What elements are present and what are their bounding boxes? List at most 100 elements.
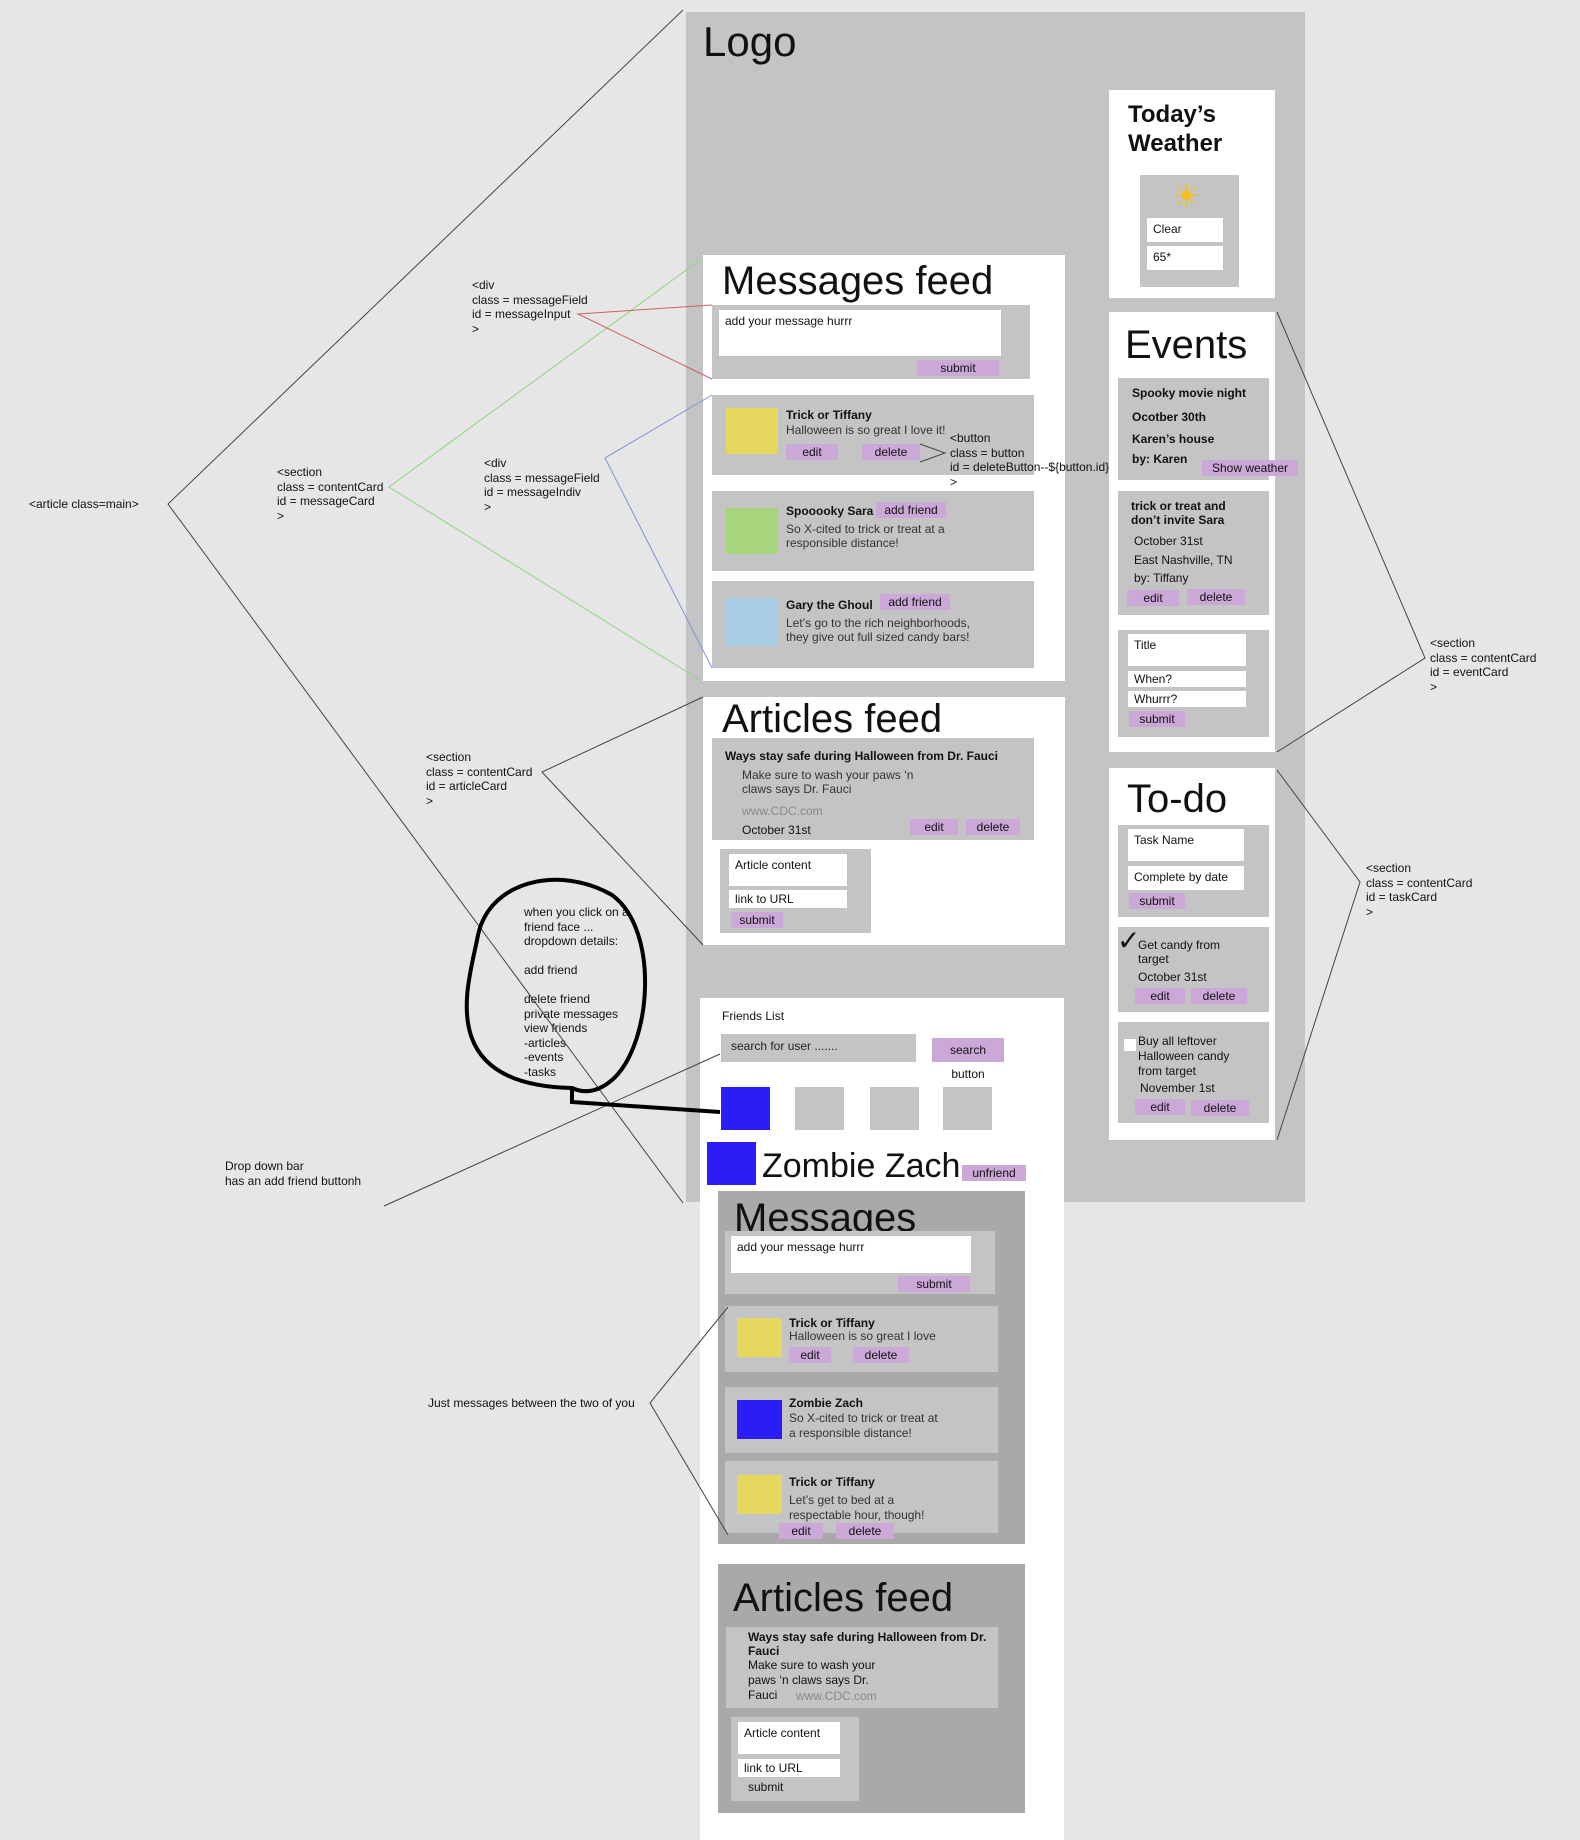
message-input[interactable]: add your message hurrr — [719, 310, 1001, 356]
event-by: by: Tiffany — [1134, 571, 1189, 585]
logo: Logo — [703, 18, 797, 65]
avatar[interactable] — [737, 1400, 782, 1439]
avatar[interactable] — [726, 508, 778, 554]
event-by: by: Karen — [1132, 452, 1188, 466]
friend-avatar[interactable] — [870, 1087, 919, 1130]
check-icon[interactable]: ✓ — [1117, 925, 1141, 956]
weather-temp: 65* — [1147, 246, 1223, 270]
delete-button[interactable]: delete — [862, 444, 920, 460]
message-submit-button[interactable]: submit — [917, 360, 999, 376]
message-author: Spooooky Sara — [786, 504, 874, 518]
article-title: Ways stay safe during Halloween from Dr. — [748, 1630, 987, 1644]
friend-avatar-selected[interactable] — [721, 1087, 770, 1130]
message-submit-button[interactable]: submit — [898, 1276, 970, 1292]
friend-detail-avatar — [707, 1142, 756, 1185]
article-submit-button[interactable]: submit — [748, 1780, 784, 1794]
delete-button[interactable]: delete — [1191, 1100, 1249, 1116]
delete-button[interactable]: delete — [1187, 589, 1245, 605]
weather-title-line2: Weather — [1128, 130, 1223, 157]
annotation-message-indiv: <div class = messageField id = messageIn… — [484, 456, 600, 514]
event-name: don’t invite Sara — [1131, 513, 1225, 527]
task-date: October 31st — [1138, 970, 1207, 984]
event-name: trick or treat and — [1131, 499, 1226, 513]
avatar[interactable] — [737, 1318, 782, 1357]
annotation-message-section: <section class = contentCard id = messag… — [277, 465, 384, 523]
edit-button[interactable]: edit — [1135, 1099, 1185, 1115]
article-title: Fauci — [748, 1644, 780, 1658]
annotation-article-main: <article class=main> — [29, 497, 139, 511]
message-text: So X-cited to trick or treat at a — [786, 522, 945, 536]
avatar[interactable] — [737, 1475, 782, 1514]
event-when-input[interactable]: When? — [1128, 671, 1246, 687]
message-text: respectable hour, though! — [789, 1508, 925, 1522]
messages-feed-title: Messages feed — [722, 259, 994, 303]
article-url-input[interactable]: link to URL — [729, 890, 847, 908]
event-where-input[interactable]: Whurrr? — [1128, 691, 1246, 707]
message-author: Trick or Tiffany — [786, 408, 872, 422]
search-button[interactable]: search button — [932, 1038, 1004, 1081]
weather-title-line1: Today’s — [1128, 101, 1217, 128]
article-content-input[interactable]: Article content — [738, 1722, 840, 1754]
friends-list-title: Friends List — [722, 1009, 785, 1023]
task-submit-button[interactable]: submit — [1129, 893, 1185, 909]
edit-button[interactable]: edit — [786, 444, 838, 460]
article-url[interactable]: www.CDC.com — [796, 1689, 877, 1703]
article-url-input[interactable]: link to URL — [738, 1759, 840, 1777]
add-friend-button[interactable]: add friend — [880, 594, 950, 610]
delete-button[interactable]: delete — [966, 819, 1020, 835]
message-text: Halloween is so great I love — [789, 1329, 936, 1343]
message-text: Let’s go to the rich neighborhoods, — [786, 616, 970, 630]
event-submit-button[interactable]: submit — [1129, 711, 1185, 727]
event-title-input[interactable]: Title — [1128, 634, 1246, 666]
events-title: Events — [1125, 323, 1248, 367]
annotation-message-field: <div class = messageField id = messageIn… — [472, 278, 588, 336]
delete-button[interactable]: delete — [1191, 988, 1247, 1004]
search-input[interactable] — [721, 1034, 916, 1062]
add-friend-button[interactable]: add friend — [876, 502, 946, 518]
avatar[interactable] — [726, 408, 778, 454]
article-body: Make sure to wash your paws ‘n — [742, 768, 914, 782]
todo-title: To-do — [1127, 777, 1228, 821]
task-name: target — [1138, 952, 1169, 966]
task-name: Get candy from — [1138, 938, 1221, 952]
edit-button[interactable]: edit — [1127, 590, 1179, 606]
annotation-event-section: <section class = contentCard id = eventC… — [1430, 636, 1537, 694]
event-place: East Nashville, TN — [1134, 553, 1233, 567]
message-text: Halloween is so great I love it! — [786, 423, 946, 437]
articles-feed-title: Articles feed — [722, 697, 943, 741]
edit-button[interactable]: edit — [789, 1347, 831, 1363]
sun-icon: ☀ — [1172, 178, 1201, 214]
message-input[interactable]: add your message hurrr — [731, 1236, 971, 1273]
article-body: Fauci — [748, 1688, 778, 1702]
article-body: paws ‘n claws says Dr. — [748, 1673, 869, 1687]
weather-title: Today’s Weather — [1128, 100, 1222, 158]
message-author: Gary the Ghoul — [786, 598, 873, 612]
task-checkbox[interactable] — [1124, 1039, 1136, 1051]
avatar[interactable] — [726, 598, 778, 646]
task-date-input[interactable]: Complete by date — [1128, 866, 1244, 890]
article-submit-button[interactable]: submit — [731, 912, 783, 928]
task-name: Halloween candy — [1138, 1049, 1230, 1063]
article-url[interactable]: www.CDC.com — [742, 804, 823, 818]
edit-button[interactable]: edit — [1135, 988, 1185, 1004]
event-place: Karen’s house — [1132, 432, 1215, 446]
delete-button[interactable]: delete — [853, 1347, 909, 1363]
unfriend-button[interactable]: unfriend — [962, 1165, 1026, 1181]
event-date: October 31st — [1134, 534, 1203, 548]
friend-avatar[interactable] — [943, 1087, 992, 1130]
annotation-button: <button class = button id = deleteButton… — [950, 431, 1110, 489]
message-text: So X-cited to trick or treat at — [789, 1411, 938, 1425]
delete-button[interactable]: delete — [836, 1523, 894, 1539]
task-name: from target — [1138, 1064, 1197, 1078]
article-body: claws says Dr. Fauci — [742, 782, 852, 796]
message-author: Trick or Tiffany — [789, 1316, 875, 1330]
search-placeholder: search for user ....... — [731, 1039, 838, 1053]
article-date: October 31st — [742, 823, 811, 837]
article-content-input[interactable]: Article content — [729, 854, 847, 886]
show-weather-button[interactable]: Show weather — [1202, 460, 1298, 476]
weather-condition: Clear — [1147, 218, 1223, 242]
edit-button[interactable]: edit — [779, 1523, 823, 1539]
task-name-input[interactable]: Task Name — [1128, 829, 1244, 861]
friend-avatar[interactable] — [795, 1087, 844, 1130]
edit-button[interactable]: edit — [910, 819, 958, 835]
